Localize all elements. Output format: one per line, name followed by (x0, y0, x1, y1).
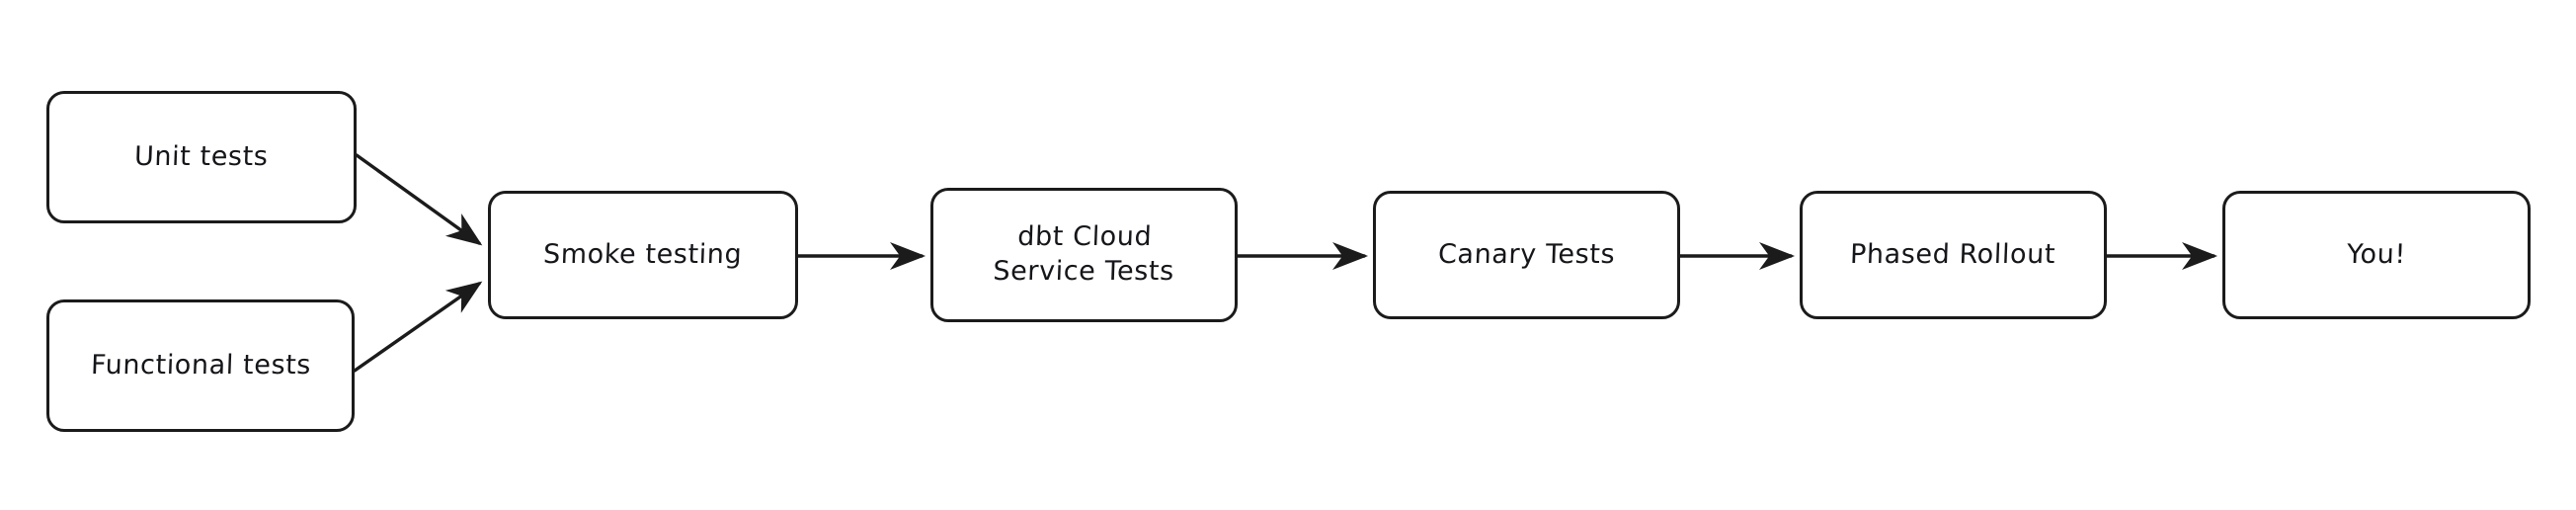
node-smoke-testing-label: Smoke testing (542, 238, 744, 270)
node-phased-rollout[interactable]: Phased Rollout (1800, 191, 2107, 319)
node-dbt-cloud-service-tests-label: dbt Cloud Service Tests (992, 221, 1175, 287)
edge-functional-tests-to-smoke-testing (353, 281, 483, 373)
node-canary-tests-label: Canary Tests (1437, 238, 1616, 270)
node-you[interactable]: You! (2222, 191, 2531, 319)
node-unit-tests-label: Unit tests (133, 140, 270, 172)
node-you-label: You! (2346, 238, 2407, 270)
node-dbt-cloud-service-tests[interactable]: dbt Cloud Service Tests (930, 188, 1238, 322)
node-functional-tests[interactable]: Functional tests (46, 299, 355, 432)
node-smoke-testing[interactable]: Smoke testing (488, 191, 798, 319)
node-canary-tests[interactable]: Canary Tests (1373, 191, 1680, 319)
node-unit-tests[interactable]: Unit tests (46, 91, 357, 223)
node-phased-rollout-label: Phased Rollout (1849, 238, 2057, 270)
node-functional-tests-label: Functional tests (89, 349, 312, 381)
edge-unit-tests-to-smoke-testing (355, 153, 483, 246)
